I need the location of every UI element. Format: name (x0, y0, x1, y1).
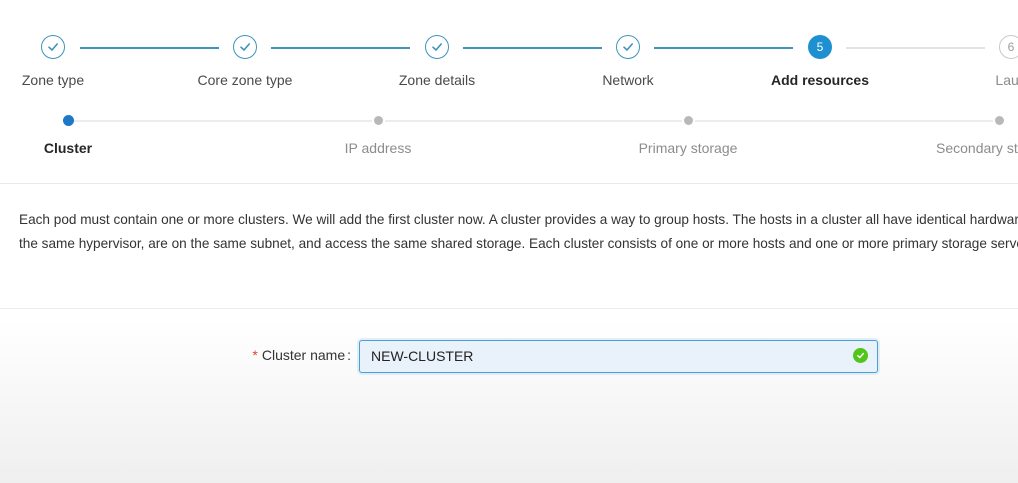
substep-dot (994, 116, 1004, 125)
check-icon (233, 35, 257, 59)
substep-ip-address[interactable]: IP address (298, 116, 458, 156)
substep-connector (695, 120, 993, 122)
check-icon (425, 35, 449, 59)
step-core-zone-type[interactable]: Core zone type (165, 35, 325, 88)
required-mark: * (252, 347, 258, 363)
cluster-name-input[interactable] (371, 341, 841, 371)
step-connector (463, 47, 602, 49)
step-label: Network (602, 72, 654, 88)
step-connector (654, 47, 793, 49)
substep-dot (683, 116, 693, 125)
substep-dot (62, 115, 74, 126)
step-label: Add resources (770, 72, 870, 88)
main-steps: Zone type Core zone type Zone details Ne… (0, 0, 1018, 110)
cluster-description: Each pod must contain one or more cluste… (19, 212, 1018, 251)
label-colon: : (347, 347, 351, 363)
step-connector (271, 47, 410, 49)
step-label: Laun (995, 72, 1018, 88)
step-zone-details[interactable]: Zone details (357, 35, 517, 88)
substep-cluster[interactable]: Cluster (0, 115, 148, 156)
substep-primary-storage[interactable]: Primary storage (608, 116, 768, 156)
substep-dot (373, 116, 383, 125)
substep-connector (74, 120, 372, 122)
step-network[interactable]: Network (548, 35, 708, 88)
check-icon (616, 35, 640, 59)
cluster-name-row: *Cluster name: (0, 340, 1018, 373)
section-divider (0, 308, 1018, 309)
valid-check-icon (853, 348, 868, 363)
substep-label: Cluster (43, 140, 93, 156)
step-label: Zone details (398, 72, 476, 88)
step-number: 5 (808, 35, 832, 59)
step-connector (80, 47, 219, 49)
step-label: Zone type (21, 72, 85, 88)
step-connector (846, 47, 985, 49)
substep-connector (385, 120, 682, 122)
step-number: 6 (999, 35, 1018, 59)
cluster-name-field[interactable] (359, 340, 878, 373)
step-label: Core zone type (197, 72, 293, 88)
cluster-name-label: *Cluster name: (252, 347, 351, 363)
step-add-resources[interactable]: 5 Add resources (740, 35, 900, 88)
step-launch[interactable]: 6 Laun (931, 35, 1018, 88)
section-divider (0, 183, 1018, 184)
label-text: Cluster name (261, 347, 346, 363)
step-zone-type[interactable]: Zone type (0, 35, 133, 88)
check-icon (41, 35, 65, 59)
substep-label: IP address (344, 140, 412, 156)
substep-label: Primary storage (638, 140, 738, 156)
substep-secondary-storage[interactable]: Secondary st (919, 116, 1018, 156)
substep-label: Secondary st (936, 140, 1018, 156)
